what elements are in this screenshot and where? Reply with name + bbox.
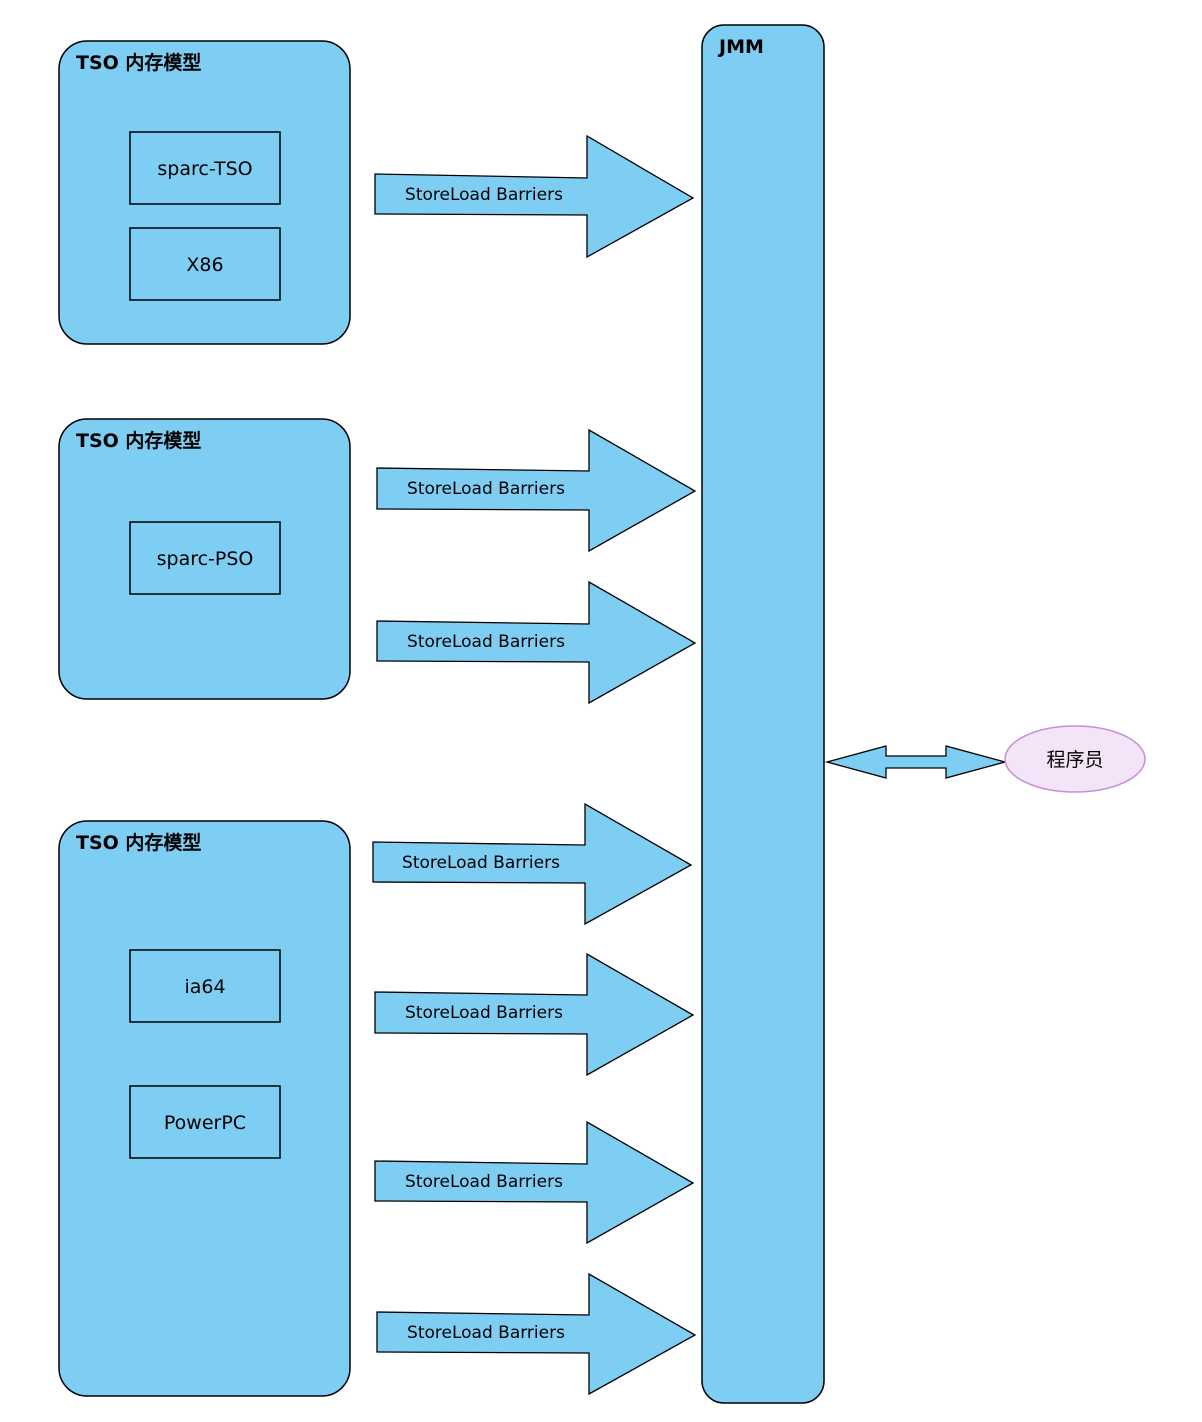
storeload-arrow-4-label: StoreLoad Barriers	[402, 853, 560, 873]
group-2-item-1: sparc-PSO	[129, 521, 281, 595]
storeload-arrow-7-label: StoreLoad Barriers	[407, 1323, 565, 1343]
storeload-arrow-1: StoreLoad Barriers	[374, 134, 695, 259]
group-3-item-1-label: ia64	[184, 976, 225, 998]
storeload-arrow-2-label: StoreLoad Barriers	[407, 479, 565, 499]
group-3-item-2: PowerPC	[129, 1085, 281, 1159]
storeload-arrow-5: StoreLoad Barriers	[374, 952, 695, 1077]
group-1-item-2: X86	[129, 227, 281, 301]
memory-model-group-2: TSO 内存模型 sparc-PSO	[58, 418, 351, 700]
group-3-title: TSO 内存模型	[76, 831, 201, 854]
programmer-node: 程序员	[1004, 725, 1146, 793]
storeload-arrow-7: StoreLoad Barriers	[376, 1272, 697, 1396]
memory-model-group-1: TSO 内存模型 sparc-TSO X86	[58, 40, 351, 345]
storeload-arrow-1-label: StoreLoad Barriers	[405, 185, 563, 205]
group-3-item-2-label: PowerPC	[164, 1112, 246, 1134]
group-1-item-1-label: sparc-TSO	[157, 158, 252, 180]
jmm-title: JMM	[717, 36, 764, 58]
storeload-arrow-3: StoreLoad Barriers	[376, 580, 697, 705]
group-2-title: TSO 内存模型	[76, 429, 201, 452]
group-1-item-2-label: X86	[186, 254, 223, 276]
storeload-arrow-4: StoreLoad Barriers	[372, 802, 693, 926]
storeload-arrow-2: StoreLoad Barriers	[376, 428, 697, 553]
jmm-bar: JMM	[701, 24, 825, 1404]
group-2-item-1-label: sparc-PSO	[157, 548, 254, 570]
group-1-item-1: sparc-TSO	[129, 131, 281, 205]
storeload-arrow-5-label: StoreLoad Barriers	[405, 1003, 563, 1023]
storeload-arrow-3-label: StoreLoad Barriers	[407, 632, 565, 652]
storeload-arrow-6-label: StoreLoad Barriers	[405, 1172, 563, 1192]
group-3-item-1: ia64	[129, 949, 281, 1023]
programmer-label: 程序员	[1046, 749, 1103, 771]
memory-model-group-3: TSO 内存模型 ia64 PowerPC	[58, 820, 351, 1397]
jmm-programmer-double-arrow	[824, 745, 1008, 779]
group-1-title: TSO 内存模型	[76, 51, 201, 74]
storeload-arrow-6: StoreLoad Barriers	[374, 1120, 695, 1245]
